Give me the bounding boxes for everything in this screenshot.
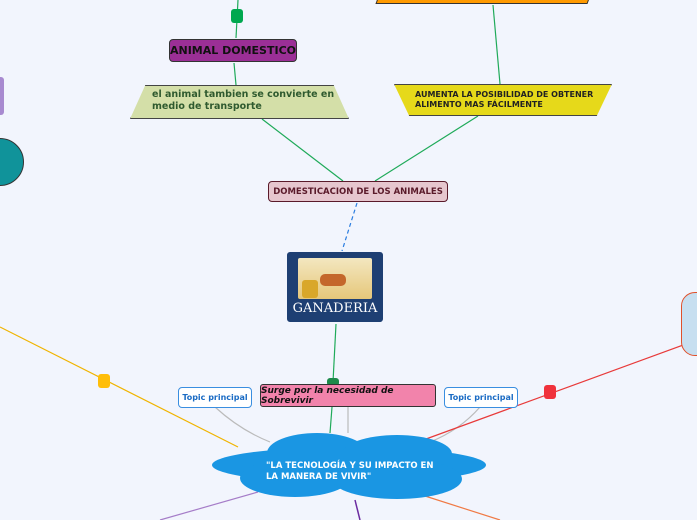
ganaderia-node[interactable]: GANADERIA (287, 252, 383, 322)
green-handle-surge[interactable] (327, 378, 339, 386)
lightblue-node-partial[interactable] (681, 292, 697, 356)
green-collapse-handle[interactable] (231, 9, 243, 23)
lilac-node-partial[interactable] (0, 77, 4, 115)
aumenta-label: AUMENTA LA POSIBILIDAD DE OBTENER ALIMEN… (415, 90, 594, 109)
animal-domestico-node[interactable]: ANIMAL DOMESTICO (169, 39, 297, 62)
topic-principal-left[interactable]: Topic principal (178, 387, 252, 408)
orange-handle[interactable] (98, 374, 110, 388)
orange-node-partial[interactable] (375, 0, 593, 4)
ganaderia-label: GANADERIA (292, 301, 378, 316)
central-cloud-node[interactable]: "LA TECNOLOGÍA Y SU IMPACTO EN LA MANERA… (212, 433, 486, 499)
domesticacion-node[interactable]: DOMESTICACION DE LOS ANIMALES (268, 181, 448, 202)
topic-principal-right[interactable]: Topic principal (444, 387, 518, 408)
transporte-label: el animal tambien se convierte en medio … (152, 89, 335, 112)
surge-node[interactable]: Surge por la necesidad de Sobrevivir (260, 384, 436, 407)
aumenta-node[interactable] (394, 84, 612, 116)
red-handle[interactable] (544, 385, 556, 399)
cattle-image (298, 258, 372, 299)
central-label: "LA TECNOLOGÍA Y SU IMPACTO EN LA MANERA… (266, 461, 434, 482)
